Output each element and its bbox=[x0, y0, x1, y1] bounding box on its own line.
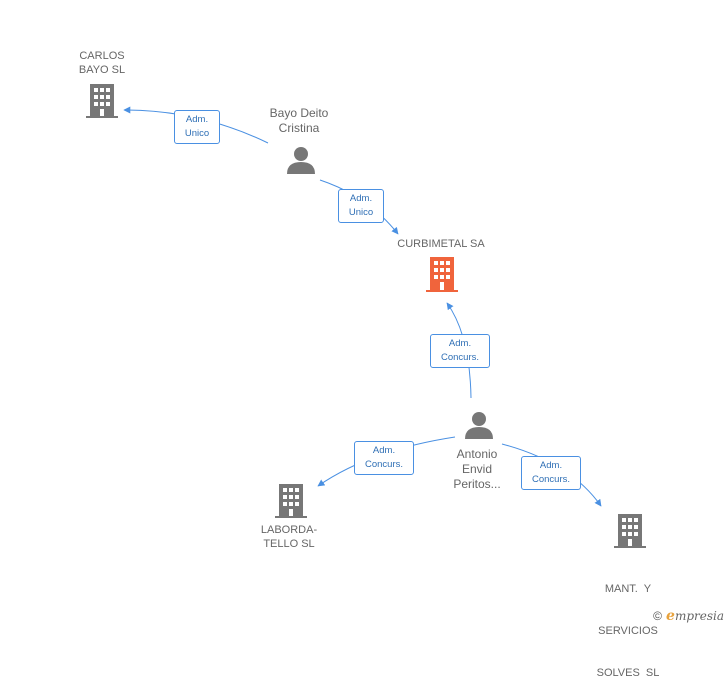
building-icon[interactable] bbox=[426, 257, 458, 292]
edge-label-line: Adm. bbox=[448, 338, 472, 349]
node-label-carlos-bayo: CARLOS BAYO SL bbox=[79, 49, 125, 77]
building-icon[interactable] bbox=[86, 84, 118, 118]
edge-label-line: Adm. bbox=[349, 193, 373, 204]
edge-label-antonio-mant[interactable]: Adm. Concurs. bbox=[521, 456, 581, 490]
node-label-line: CARLOS bbox=[79, 50, 125, 62]
node-label-line: Antonio bbox=[456, 447, 498, 461]
building-icon[interactable] bbox=[275, 484, 307, 518]
brand-logo[interactable]: empresia bbox=[666, 608, 724, 624]
edge-label-line: Unico bbox=[184, 128, 210, 139]
edge-label-line: Concurs. bbox=[531, 474, 570, 485]
edge-label-line: Unico bbox=[348, 207, 374, 218]
node-label-antonio-envid: Antonio Envid Peritos... bbox=[453, 447, 500, 492]
building-icon[interactable] bbox=[614, 514, 646, 548]
edge-label-line: Adm. bbox=[539, 460, 563, 471]
copyright-icon: © bbox=[653, 609, 663, 623]
footer-branding: © empresia bbox=[653, 608, 724, 624]
node-label-line: SERVICIOS bbox=[598, 625, 658, 637]
edge-label-line: Adm. bbox=[185, 114, 209, 125]
node-label-line: CURBIMETAL SA bbox=[397, 238, 485, 250]
node-label-laborda-tello: LABORDA- TELLO SL bbox=[261, 523, 317, 551]
node-label-line: MANT. Y bbox=[604, 583, 652, 595]
person-icon[interactable] bbox=[464, 411, 494, 439]
node-label-line: Cristina bbox=[278, 121, 320, 135]
node-label-line: BAYO SL bbox=[78, 64, 126, 76]
edge-label-line: Concurs. bbox=[440, 352, 479, 363]
node-label-line: TELLO SL bbox=[263, 538, 315, 550]
node-label-curbimetal: CURBIMETAL SA bbox=[397, 237, 484, 251]
node-label-line: Envid bbox=[461, 462, 493, 476]
node-label-bayo-deito: Bayo Deito Cristina bbox=[270, 106, 329, 136]
brand-initial: e bbox=[666, 608, 675, 624]
node-label-line: LABORDA- bbox=[260, 524, 318, 536]
edge-label-antonio-curbimetal[interactable]: Adm. Concurs. bbox=[430, 334, 490, 368]
edge-label-bayo-carlos[interactable]: Adm. Unico bbox=[174, 110, 220, 144]
edge-label-line: Concurs. bbox=[364, 459, 403, 470]
node-label-mant-servicios: MANT. Y SERVICIOS SOLVES SL bbox=[597, 554, 660, 694]
node-label-line: SOLVES SL bbox=[596, 667, 660, 679]
edge-label-bayo-curbimetal[interactable]: Adm. Unico bbox=[338, 189, 384, 223]
edge-label-antonio-laborda[interactable]: Adm. Concurs. bbox=[354, 441, 414, 475]
person-icon[interactable] bbox=[286, 146, 316, 174]
node-label-line: Peritos... bbox=[453, 477, 501, 491]
brand-name: mpresia bbox=[674, 609, 724, 623]
node-label-line: Bayo Deito bbox=[269, 106, 329, 120]
edge-label-line: Adm. bbox=[372, 445, 396, 456]
